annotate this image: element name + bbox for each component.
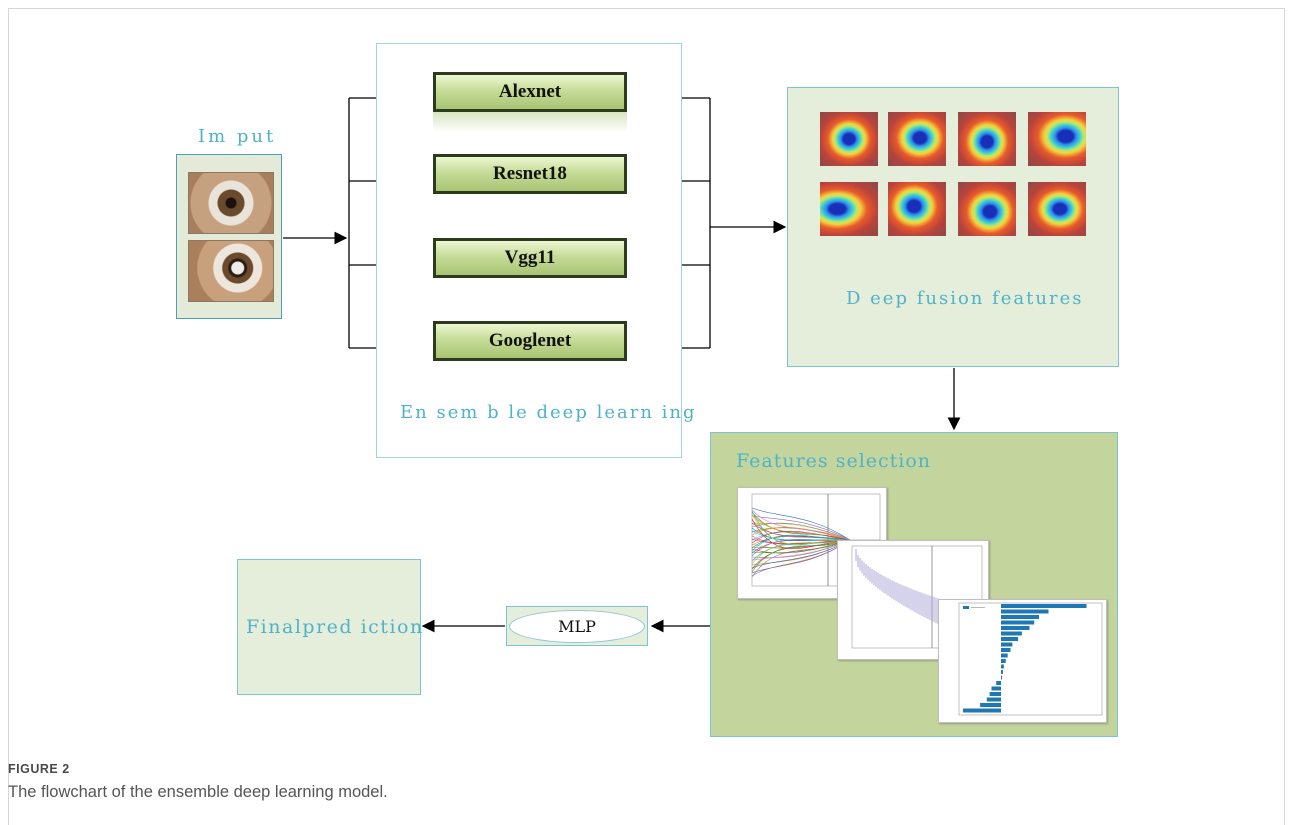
coefficient-bar — [1001, 653, 1008, 658]
fusion-label: D eep fusion features — [846, 288, 1084, 309]
coefficient-bar — [1001, 620, 1035, 625]
coefficient-bar — [1001, 626, 1030, 630]
coefficient-bar — [986, 697, 1001, 702]
figure-caption: The flowchart of the ensemble deep learn… — [8, 783, 388, 801]
resnet18-block: Resnet18 — [433, 154, 627, 194]
lasso-path-line — [751, 514, 851, 541]
coefficient-bar — [1001, 637, 1019, 641]
prediction-label: Finalpred iction — [246, 616, 424, 638]
heatmap-thumbnail — [1028, 112, 1086, 166]
coefficient-bar — [980, 703, 1001, 707]
coefficient-bar — [1001, 604, 1087, 608]
heatmap-thumbnail — [820, 112, 878, 166]
googlenet-block: Googlenet — [433, 321, 627, 361]
coefficient-bar — [1001, 642, 1013, 647]
lasso-path-line — [751, 534, 851, 552]
coefficient-bar — [1001, 648, 1011, 652]
eye-image-2 — [188, 240, 274, 302]
lasso-path-line — [751, 539, 851, 578]
coefficient-bar — [1001, 615, 1039, 619]
heatmap-thumbnail — [958, 182, 1016, 236]
coefficient-bar — [1001, 631, 1022, 636]
eye-image-1 — [188, 172, 274, 234]
lasso-path-line — [751, 539, 851, 573]
heatmap-thumbnail — [888, 112, 946, 166]
coefficient-bars — [958, 602, 1103, 716]
coefficient-bar — [1001, 609, 1049, 614]
lasso-path-line — [751, 513, 851, 545]
heatmap-thumbnail — [1028, 182, 1086, 236]
lasso-path-line — [751, 530, 851, 544]
lasso-path-line — [751, 507, 851, 541]
coefficient-bar — [1001, 675, 1002, 680]
coefficient-bar — [1001, 664, 1004, 669]
coefficient-bar — [996, 681, 1001, 685]
coefficient-bar — [989, 692, 1001, 696]
lasso-path-line — [751, 509, 851, 541]
alexnet-reflection — [433, 112, 627, 132]
coefficient-bar — [991, 686, 1001, 691]
coefficient-bar — [963, 708, 1001, 713]
figure-label: FIGURE 2 — [8, 762, 70, 776]
lasso-path-line — [751, 530, 851, 541]
coefficient-bar — [1001, 659, 1006, 663]
lasso-path-line — [751, 526, 851, 541]
selection-label: Features selection — [736, 450, 932, 472]
ensemble-label: En sem b le deep learn ing — [400, 402, 697, 423]
input-label: Im put — [198, 126, 277, 147]
heatmap-thumbnail — [820, 182, 878, 236]
coefficient-plot — [938, 599, 1107, 723]
vgg11-block: Vgg11 — [433, 238, 627, 278]
coefficient-bar — [1001, 670, 1003, 674]
mlp-box: MLP — [506, 606, 648, 646]
alexnet-block: Alexnet — [433, 72, 627, 112]
mlp-label: MLP — [509, 610, 645, 643]
prediction-box — [237, 559, 421, 695]
lasso-path-line — [751, 522, 851, 541]
heatmap-thumbnail — [888, 182, 946, 236]
lasso-path-line — [751, 522, 851, 541]
heatmap-thumbnail — [958, 112, 1016, 166]
figure-frame — [8, 8, 1285, 825]
